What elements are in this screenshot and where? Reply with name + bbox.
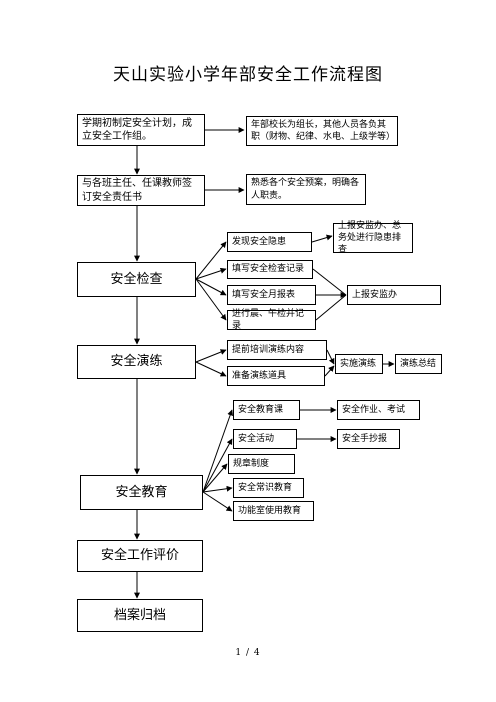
homework-exam-box: 安全作业、考试 xyxy=(337,400,420,420)
plan-box: 学期初制定安全计划，成立安全工作组。 xyxy=(77,114,205,146)
activity-box: 安全活动 xyxy=(233,429,297,449)
common-sense-box: 安全常识教育 xyxy=(233,478,304,498)
page-title: 天山实验小学年部安全工作流程图 xyxy=(113,65,383,85)
plan-note-box: 年部校长为组长，其他人员各负其职（财物、纪律、水电、上级学等） xyxy=(246,116,398,146)
rules-box: 规章制度 xyxy=(228,454,295,474)
find-hazard-box: 发现安全隐患 xyxy=(227,232,312,252)
safety-check-box: 安全检查 xyxy=(77,262,196,297)
morning-noon-check-box: 进行晨、午检并记录 xyxy=(227,309,316,331)
prepare-props-box: 准备演练道具 xyxy=(227,366,325,386)
handwritten-paper-box: 安全手抄报 xyxy=(337,429,400,449)
evaluation-box: 安全工作评价 xyxy=(77,540,203,572)
drill-summary-box: 演练总结 xyxy=(395,354,442,374)
function-room-box: 功能室使用教育 xyxy=(233,501,314,521)
conduct-drill-box: 实施演练 xyxy=(335,354,383,374)
report-safety-office-box: 上报安监办 xyxy=(347,285,441,305)
page-number: 1 / 4 xyxy=(235,648,261,658)
report-office-box: 上报安监办、总务处进行隐患排查 xyxy=(333,221,413,255)
pre-training-box: 提前培训演练内容 xyxy=(227,340,327,360)
fill-check-record-box: 填写安全检查记录 xyxy=(227,260,313,279)
safety-drill-box: 安全演练 xyxy=(77,345,196,379)
edu-class-box: 安全教育课 xyxy=(233,400,300,420)
sign-note-box: 熟悉各个安全预案，明确各人职责。 xyxy=(246,174,366,205)
fill-monthly-box: 填写安全月报表 xyxy=(227,285,316,305)
sign-box: 与各班主任、任课教师签订安全责任书 xyxy=(77,175,205,206)
safety-education-box: 安全教育 xyxy=(80,475,203,510)
archive-box: 档案归档 xyxy=(77,599,203,632)
